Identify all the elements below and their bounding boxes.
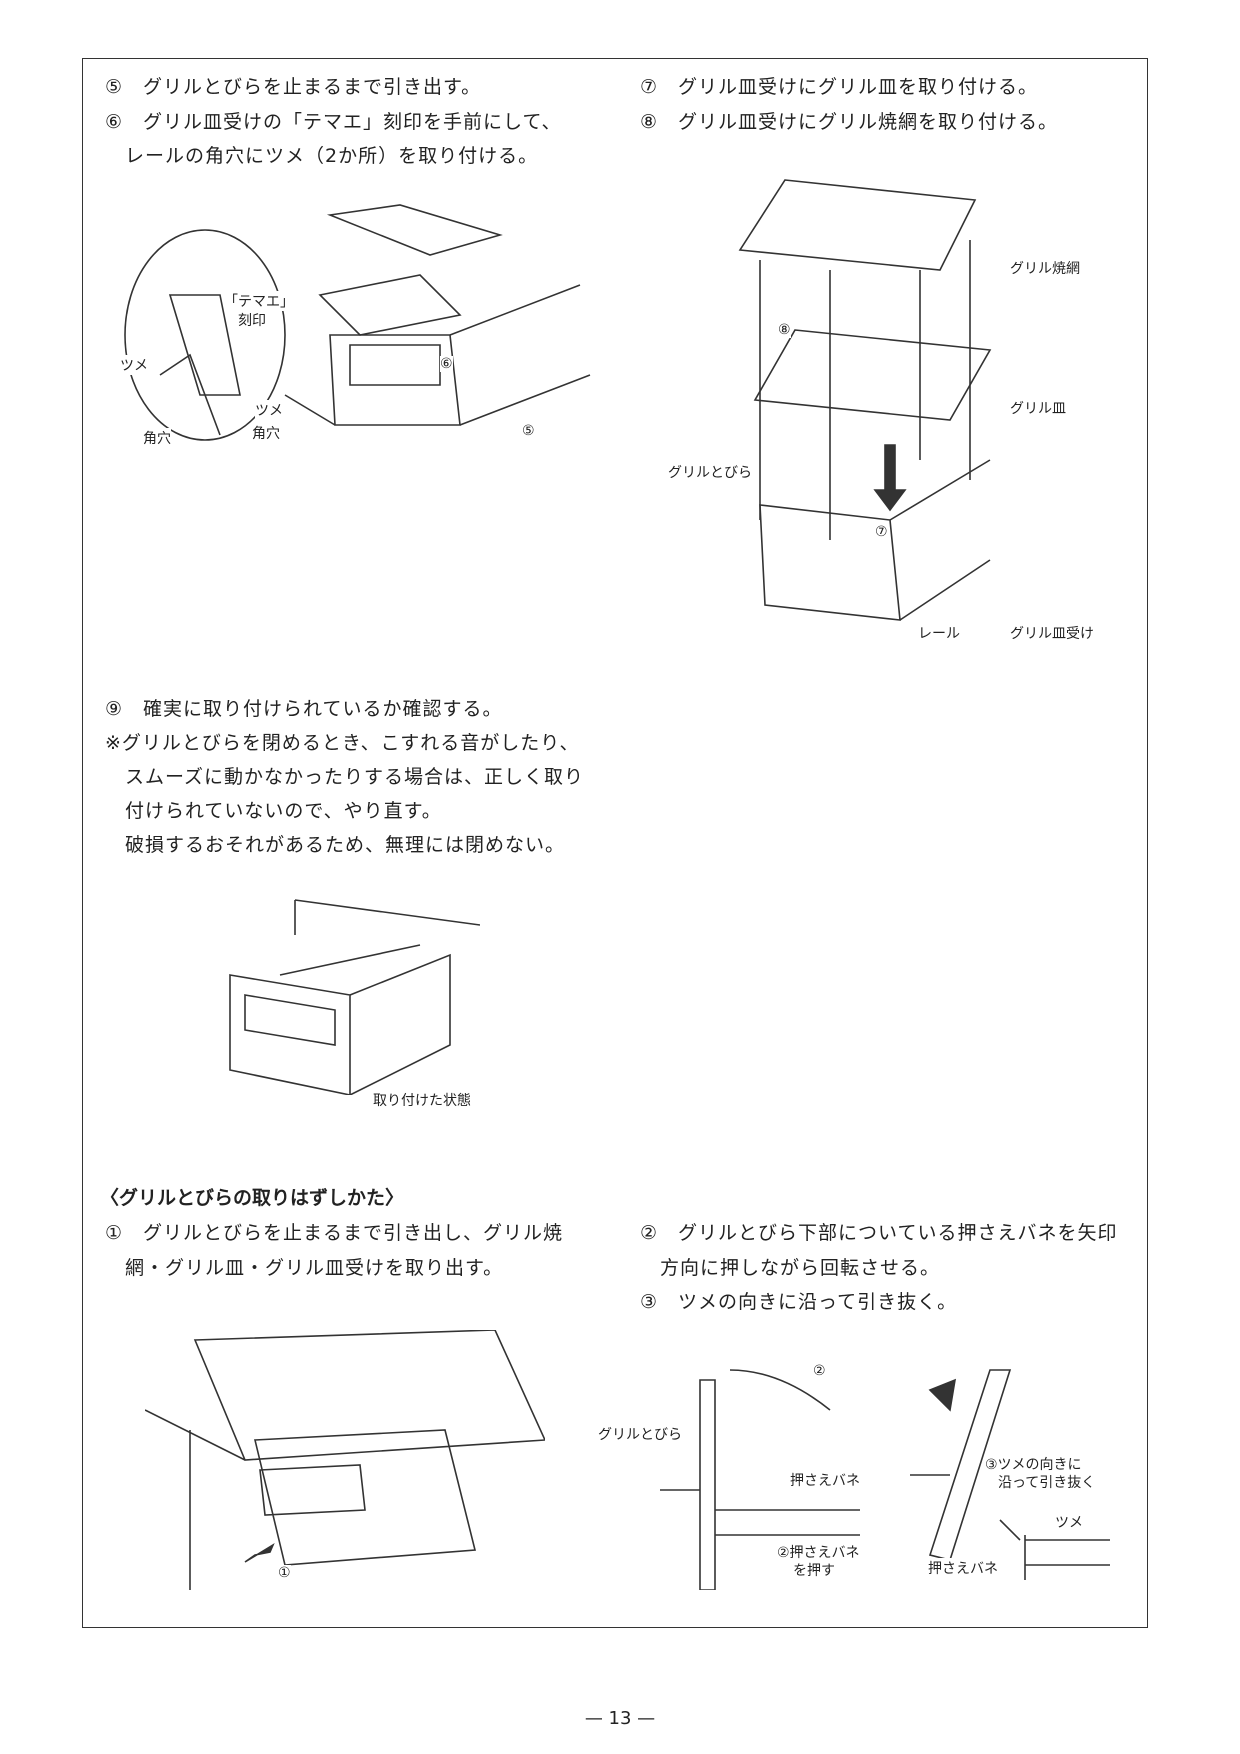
removal-step-2: ② グリルとびら下部についている押さえバネを矢印 — [640, 1222, 1118, 1244]
step-7: ⑦ グリル皿受けにグリル皿を取り付ける。 — [640, 76, 1039, 98]
label-bane: 押さえバネ — [790, 1470, 860, 1490]
grill-assembly-illustration — [738, 179, 992, 621]
label-pull-1: ③ツメの向きに — [985, 1454, 1082, 1474]
content-frame — [82, 58, 1148, 1628]
step-8: ⑧ グリル皿受けにグリル焼網を取り付ける。 — [640, 111, 1059, 133]
label-mark-2: ② — [813, 1363, 826, 1379]
label-tobira: グリルとびら — [668, 462, 752, 482]
label-rail: レール — [918, 623, 960, 643]
label-tsume: ツメ — [1055, 1512, 1083, 1532]
label-mark-7: ⑦ — [875, 524, 888, 540]
label-kakuana-left: 角穴 — [143, 428, 171, 448]
removal-step-3: ③ ツメの向きに沿って引き抜く。 — [640, 1291, 958, 1313]
step-6: ⑥ グリル皿受けの「テマエ」刻印を手前にして、 — [105, 111, 562, 133]
removal-heading: 〈グリルとびらの取りはずしかた〉 — [100, 1187, 405, 1209]
label-push-1: ②押さえバネ — [777, 1542, 860, 1562]
label-kokuin: 刻印 — [238, 310, 266, 330]
step-6-cont: レールの角穴にツメ（2か所）を取り付ける。 — [125, 145, 539, 167]
label-door: グリルとびら — [598, 1424, 682, 1444]
label-mark-5: ⑤ — [522, 423, 535, 439]
rack-install-illustration — [124, 204, 591, 441]
label-ami: グリル焼網 — [1010, 258, 1080, 278]
label-temae: 「テマエ」 — [224, 291, 294, 311]
label-mark-8: ⑧ — [778, 322, 791, 338]
removal-step-1-cont: 網・グリル皿・グリル皿受けを取り出す。 — [125, 1257, 504, 1279]
note-line-2: スムーズに動かなかったりする場合は、正しく取り — [125, 766, 585, 788]
step-5: ⑤ グリルとびらを止まるまで引き出す。 — [105, 76, 482, 98]
removal-step-2-cont: 方向に押しながら回転させる。 — [660, 1257, 941, 1279]
installed-state-illustration — [229, 899, 480, 1095]
label-kakuana-right: 角穴 — [252, 423, 280, 443]
label-push-2: を押す — [793, 1560, 835, 1580]
page-number: — 13 — — [584, 1708, 656, 1729]
label-pull-2: 沿って引き抜く — [998, 1472, 1096, 1492]
label-tsume-left: ツメ — [120, 355, 148, 375]
caption-installed: 取り付けた状態 — [373, 1090, 471, 1110]
note-line-4: 破損するおそれがあるため、無理には閉めない。 — [125, 834, 566, 856]
label-sara: グリル皿 — [1010, 398, 1066, 418]
note-line-3: 付けられていないので、やり直す。 — [125, 800, 442, 822]
stove-illustration — [145, 1330, 545, 1590]
label-sara-uke: グリル皿受け — [1010, 623, 1094, 643]
rotate-door-illustration — [660, 1369, 860, 1590]
label-mark-6: ⑥ — [440, 356, 453, 372]
label-bane-2: 押さえバネ — [928, 1558, 998, 1578]
note-line-1: ※グリルとびらを閉めるとき、こすれる音がしたり、 — [105, 732, 580, 754]
label-tsume-right: ツメ — [255, 400, 283, 420]
step-9: ⑨ 確実に取り付けられているか確認する。 — [105, 698, 503, 720]
label-mark-1: ① — [278, 1565, 291, 1581]
removal-step-1: ① グリルとびらを止まるまで引き出し、グリル焼 — [105, 1222, 564, 1244]
